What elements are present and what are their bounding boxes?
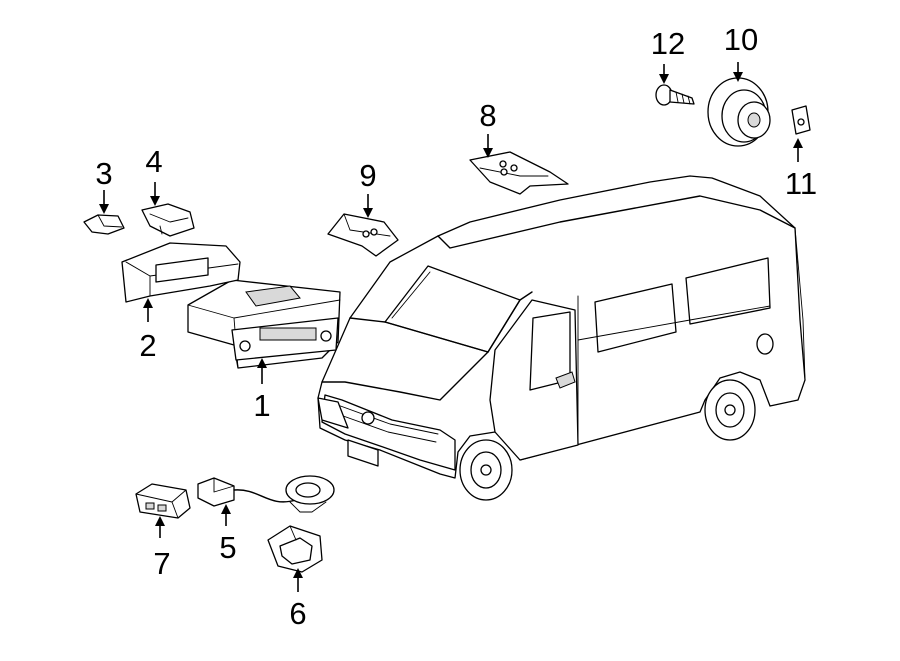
part-8-bracket	[469, 151, 569, 195]
callout-3: 3	[95, 156, 112, 191]
part-4-clip	[141, 203, 195, 237]
part-5-speaker-harness	[197, 475, 335, 513]
callout-arrows	[99, 62, 803, 592]
callout-5: 5	[219, 530, 236, 565]
front-wheel	[459, 439, 513, 501]
part-12-screw	[655, 84, 695, 106]
rear-wheel	[704, 379, 756, 441]
part-7-connector	[135, 483, 191, 519]
part-3-clip	[83, 214, 125, 235]
callout-8: 8	[479, 98, 496, 133]
callout-6: 6	[289, 596, 306, 631]
part-6-grommet	[267, 525, 323, 573]
callout-2: 2	[139, 328, 156, 363]
part-11-clip	[791, 105, 811, 135]
van-illustration	[317, 175, 806, 501]
part-10-tweeter	[707, 77, 771, 147]
callout-7: 7	[153, 546, 170, 581]
callout-labels: 1 2 3 4 5 6 7 8 9 10 11 12	[95, 22, 817, 631]
callout-9: 9	[359, 158, 376, 193]
callout-1: 1	[253, 388, 270, 423]
part-1-radio	[187, 279, 341, 369]
callout-4: 4	[145, 144, 162, 179]
callout-12: 12	[651, 26, 685, 61]
callout-11: 11	[785, 166, 817, 201]
part-9-bracket	[327, 213, 399, 257]
callout-10: 10	[724, 22, 758, 57]
part-2-bracket	[121, 242, 241, 303]
